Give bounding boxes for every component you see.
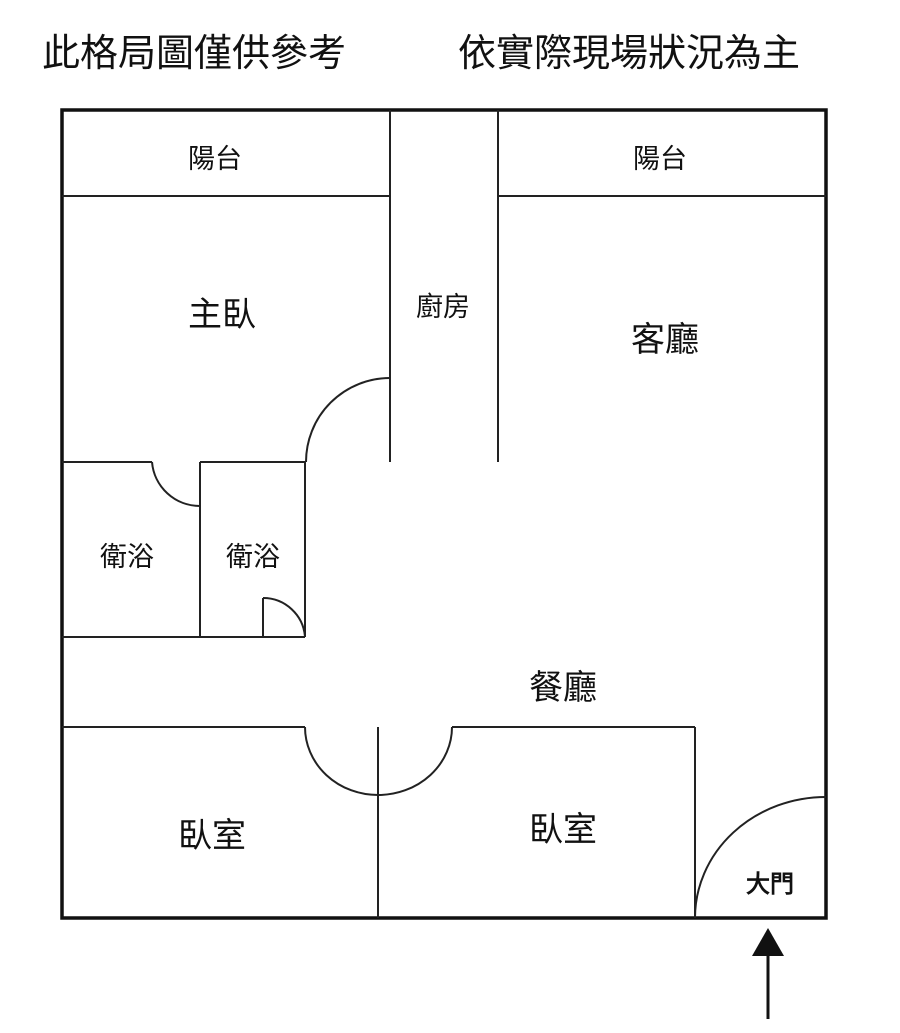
master-bedroom-door-arc (305, 377, 391, 463)
room-living-room: 客廳 (631, 320, 699, 360)
main-door-arc (694, 796, 827, 919)
room-bathroom-right: 衛浴 (226, 542, 280, 573)
room-balcony-right: 陽台 (633, 144, 687, 175)
arrow-head-icon (752, 928, 784, 956)
room-dining-room: 餐廳 (529, 668, 597, 708)
outer-wall (60, 108, 828, 920)
bath2-door-arc (262, 596, 306, 638)
main-door-label: 大門 (746, 870, 794, 898)
disclaimer-right: 依實際現場狀況為主 (458, 31, 800, 75)
room-kitchen: 廚房 (416, 292, 470, 323)
room-bedroom-right: 臥室 (529, 810, 597, 850)
door-swings (151, 377, 827, 919)
bedroom-right-door-arc (377, 726, 453, 796)
entrance-arrow (752, 928, 784, 1019)
room-balcony-left: 陽台 (188, 144, 242, 175)
room-bathroom-left: 衛浴 (100, 542, 154, 573)
room-master-bedroom: 主臥 (188, 295, 256, 335)
bedroom-left-door-arc (304, 726, 379, 796)
interior-walls (62, 110, 826, 918)
bath1-door-arc (151, 461, 201, 508)
room-bedroom-left: 臥室 (178, 816, 246, 856)
disclaimer-left: 此格局圖僅供參考 (42, 31, 346, 75)
